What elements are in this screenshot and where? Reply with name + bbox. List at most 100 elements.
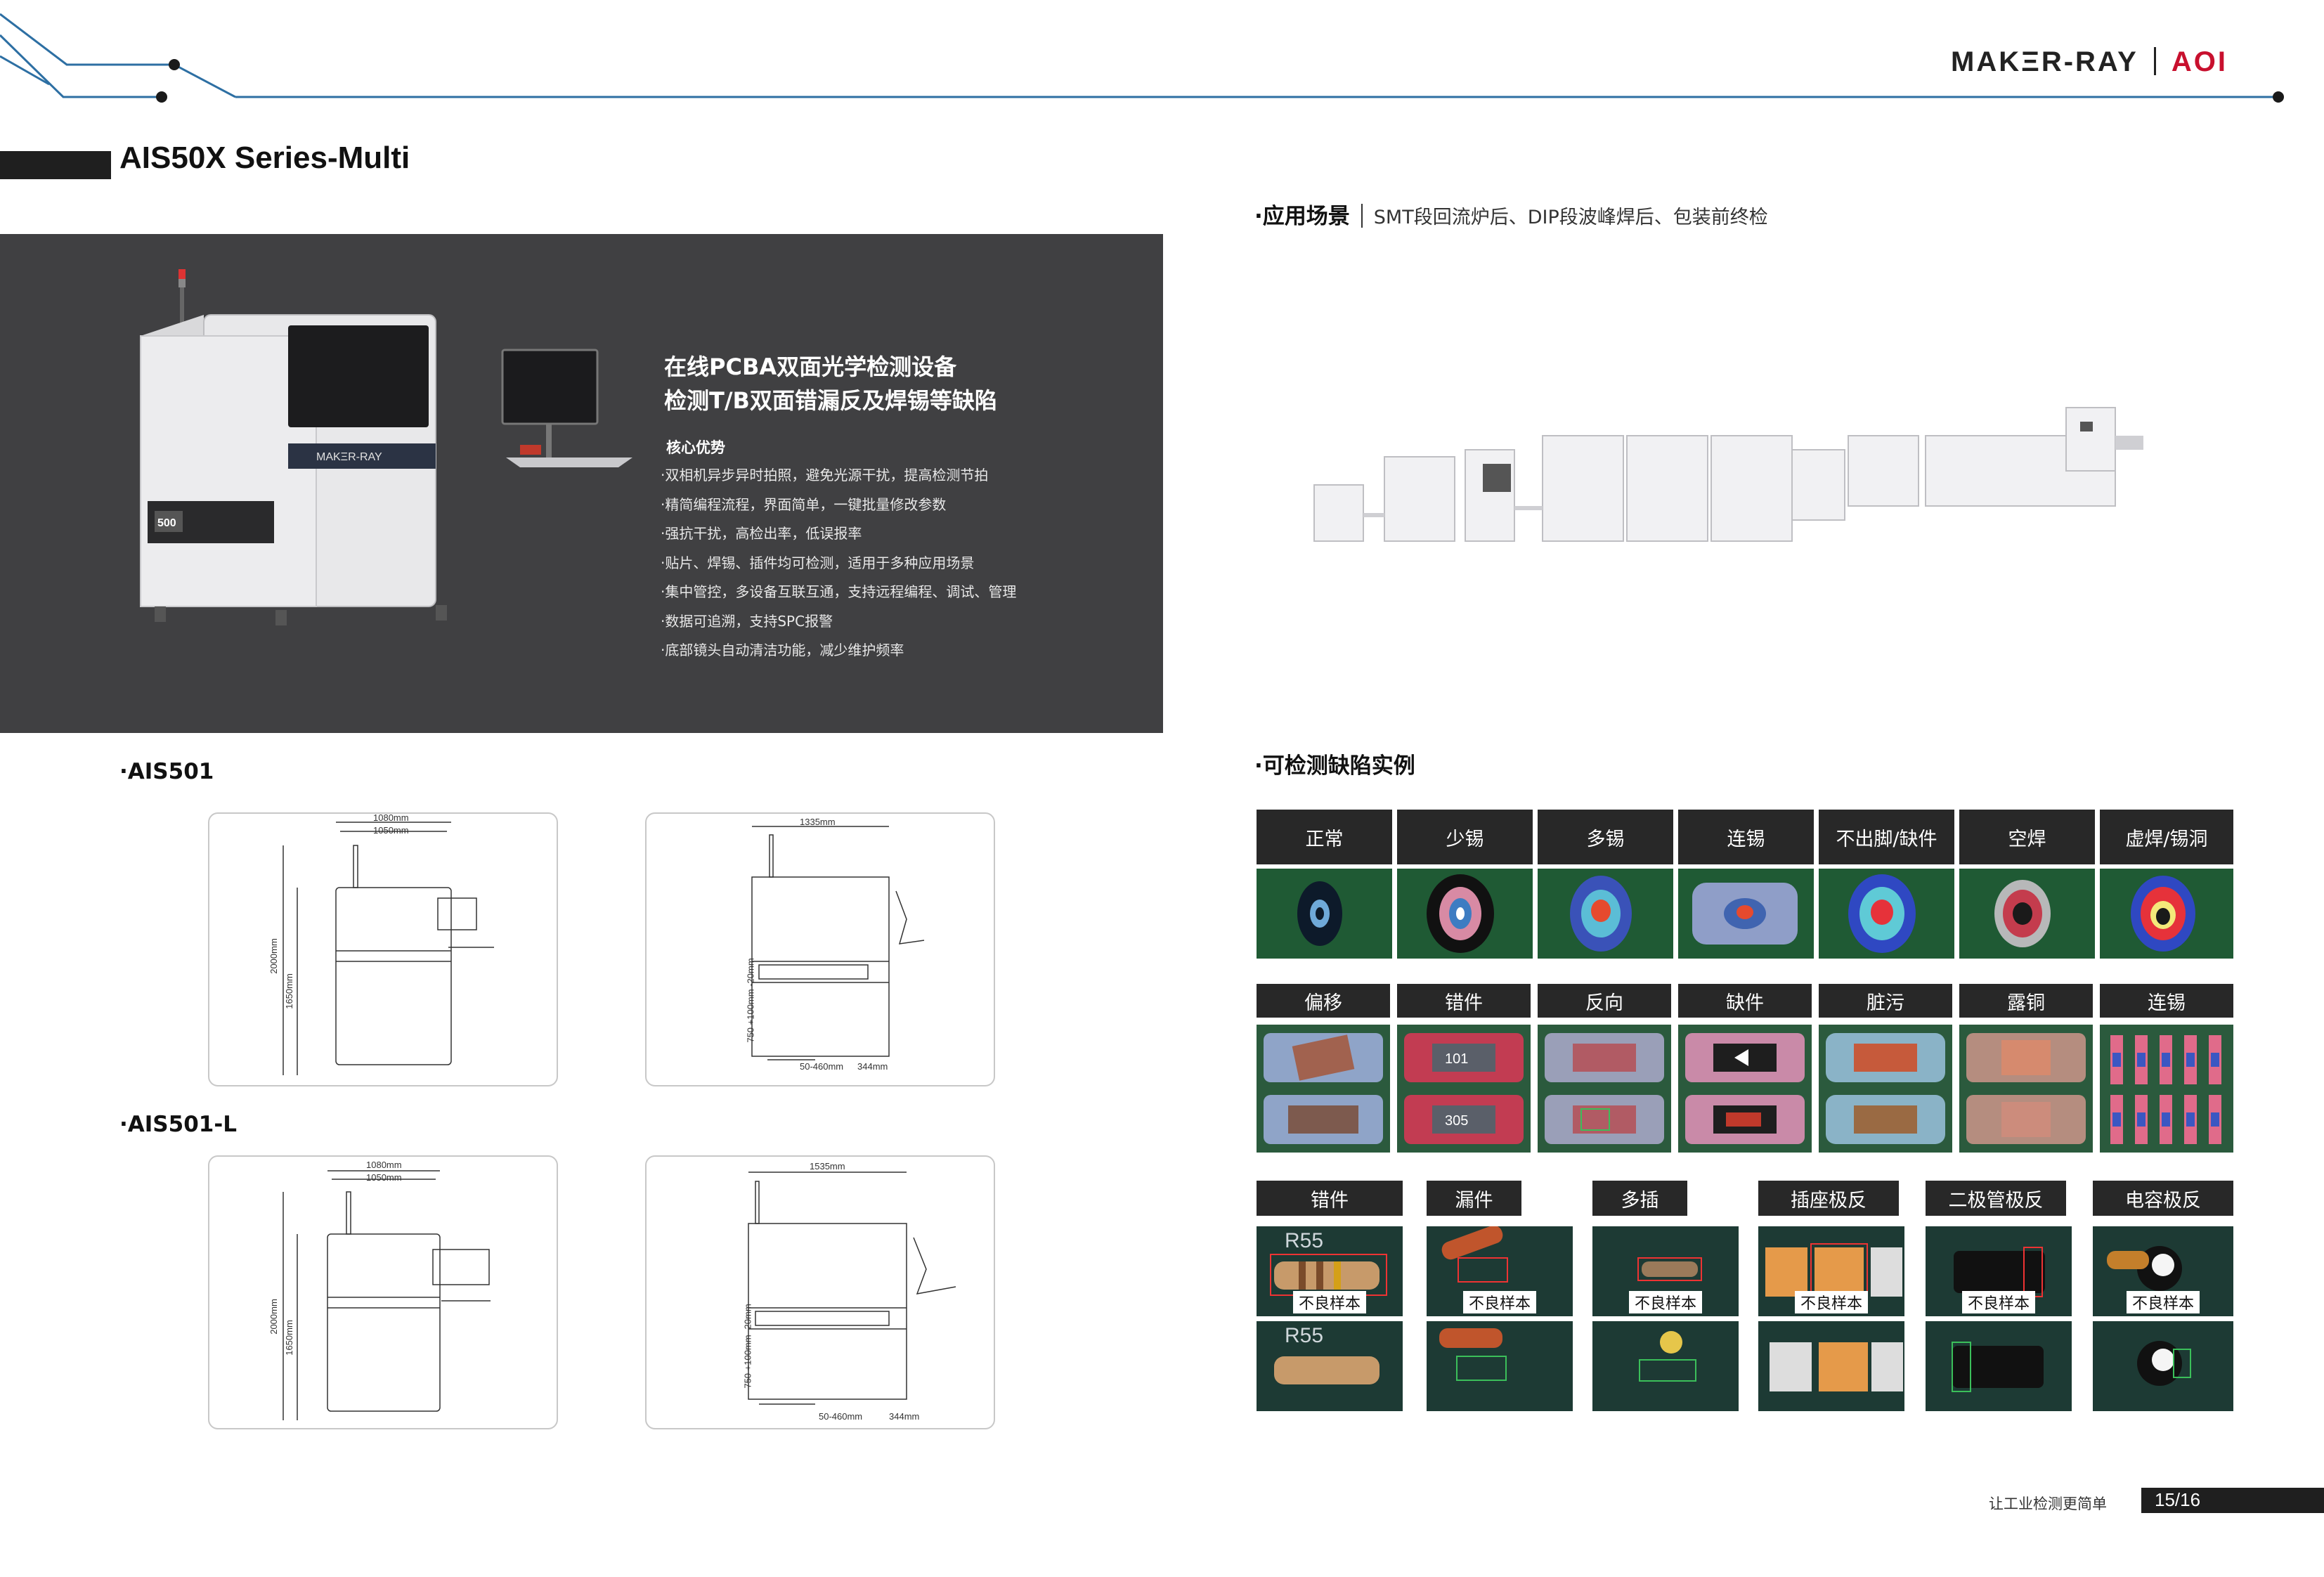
defect-label-missing-lead: 不出脚/缺件 [1819,810,1954,864]
production-line-illustration [1313,407,2143,542]
silkscreen-r55: R55 [1285,1229,1323,1252]
title-accent-bar [0,151,111,179]
defect-label-exposed-copper: 露铜 [1959,984,2093,1018]
chip-code-305: 305 [1445,1113,1468,1129]
dim-conveyor-height: 750 +100mm -20mm [745,958,756,1043]
dim-width-range: 50-460mm [819,1411,863,1422]
defect-label-contamination: 脏污 [1819,984,1952,1018]
machine-badge: 500 [157,517,176,529]
dim-width-range: 50-460mm [800,1061,844,1072]
page-title: AIS50X Series-Multi [119,141,410,175]
brand-logo: MAKΞR-RAY AOI [1951,46,2228,78]
dim-depth: 1335mm [800,817,836,827]
thd-sample-diode: 不良样本 [1926,1226,2072,1316]
advantage-item: ·贴片、焊锡、插件均可检测，适用于多种应用场景 [661,554,975,571]
dim-depth: 1535mm [810,1161,845,1172]
bad-sample-tag: 不良样本 [2126,1291,2200,1313]
hero-headline-2: 检测T/B双面错漏反及焊锡等缺陷 [664,387,997,414]
advantage-list: ·双相机异步异时拍照，避免光源干扰，提高检测节拍 ·精简编程流程，界面简单，一键… [661,461,1016,666]
defect-label-missing-thd: 漏件 [1427,1181,1521,1216]
application-divider [1361,204,1363,228]
footer-slogan: 让工业检测更简单 [1989,1495,2107,1512]
model-2-front-drawing: 1080mm 1050mm 2000mm 1650mm [208,1155,558,1429]
dim-conveyor-height: 750 +100mm -20mm [742,1304,753,1389]
defect-label-normal: 正常 [1257,810,1392,864]
bad-sample-tag: 不良样本 [1794,1291,1869,1313]
header-circuit-lines [0,13,2284,103]
defect-label-insufficient-solder: 少锡 [1397,810,1533,864]
machine-illustration: MAKΞR-RAY 500 [140,269,632,625]
dim-inner-width: 1050mm [366,1172,402,1183]
defect-label-socket-polarity: 插座极反 [1758,1181,1899,1216]
advantage-item: ·集中管控，多设备互联互通，支持远程编程、调试、管理 [661,583,1017,600]
bad-sample-tag: 不良样本 [1628,1291,1703,1313]
chip-code-101: 101 [1445,1051,1468,1067]
hero-headline-1: 在线PCBA双面光学检测设备 [664,353,957,380]
dim-body-height: 1650mm [283,1320,294,1356]
dim-total-height: 2000mm [268,938,279,974]
component-images-row: 101 305 [1257,1025,2233,1153]
advantage-item: ·强抗干扰，高检出率，低误报率 [661,525,862,542]
hero-subheading: 核心优势 [666,439,725,456]
defect-label-wrong-part-thd: 错件 [1257,1181,1403,1216]
dim-offset: 344mm [889,1411,920,1422]
application-text: SMT段回流炉后、DIP段波峰焊后、包装前终检 [1373,207,1768,228]
model-1-front-drawing: 1080mm 1050mm 2000mm 1650mm [208,812,558,1086]
defect-label-diode-polarity: 二极管极反 [1926,1181,2066,1216]
page-number: 15/16 [2155,1489,2201,1510]
dim-body-height: 1650mm [283,973,294,1009]
defect-label-reversed: 反向 [1538,984,1671,1018]
connector-image [1765,1243,1902,1301]
bad-sample-tag: 不良样本 [1292,1291,1367,1313]
advantage-item: ·底部镜头自动清洁功能，减少维护频率 [661,642,904,658]
model-2-side-drawing: 1535mm 750 +100mm -20mm 50-460mm 344mm [645,1155,995,1429]
defect-label-solder-bridge: 连锡 [1678,810,1814,864]
defect-label-missing-part: 缺件 [1678,984,1812,1018]
defect-label-capacitor-polarity: 电容极反 [2093,1181,2233,1216]
dim-outer-width: 1080mm [373,812,409,823]
brand-product: AOI [2171,46,2228,77]
model-1-side-drawing: 1335mm 750 +100mm -20mm 50-460mm 344mm [645,812,995,1086]
brand-name: MAKΞR-RAY [1951,46,2138,77]
defect-label-open-solder: 空焊 [1959,810,2095,864]
machine-logo: MAKΞR-RAY [316,451,382,463]
machine-front-outline [283,822,494,1075]
advantage-item: ·精简编程流程，界面简单，一键批量修改参数 [661,495,947,513]
advantage-item: ·双相机异步异时拍照，避免光源干扰，提高检测节拍 [661,467,989,484]
dim-outer-width: 1080mm [366,1160,402,1170]
defects-heading: ·可检测缺陷实例 [1254,753,1415,779]
bad-sample-tag: 不良样本 [1462,1291,1537,1313]
footer-page-bar [2141,1488,2324,1513]
machine-side-outline [751,826,925,1060]
defect-label-cold-joint: 虚焊/锡洞 [2100,810,2233,864]
thd-sample-extra: 不良样本 [1592,1226,1739,1316]
machine-side-outline [748,1172,956,1405]
machine-front-outline [283,1170,491,1420]
bad-sample-tag: 不良样本 [1961,1291,2036,1313]
dim-total-height: 2000mm [268,1299,279,1335]
defect-label-excess-solder: 多锡 [1538,810,1673,864]
model-1-heading: ·AIS501 [119,759,214,784]
solder-joint-images-row [1257,869,2233,959]
thd-sample-missing: 不良样本 [1427,1226,1573,1316]
dim-offset: 344mm [857,1061,888,1072]
silkscreen-r55: R55 [1285,1324,1323,1347]
thd-good-samples-row: R55 [1257,1321,2233,1411]
defect-label-offset: 偏移 [1257,984,1390,1018]
brand-divider [2153,47,2156,75]
thd-sample-wrong-part: R55 不良样本 [1257,1226,1403,1316]
defect-label-extra-insertion: 多插 [1592,1181,1687,1216]
capacitor-image [2107,1246,2182,1291]
defect-label-wrong-part: 错件 [1397,984,1531,1018]
thd-sample-socket: 不良样本 [1758,1226,1904,1316]
dim-inner-width: 1050mm [373,825,409,836]
application-heading: ·应用场景 SMT段回流炉后、DIP段波峰焊后、包装前终检 [1254,198,1768,230]
hero-panel: MAKΞR-RAY 500 在线PCBA双面光学检测设备 检测T/B双面错漏反及… [0,234,1163,733]
thd-sample-capacitor: 不良样本 [2093,1226,2233,1316]
model-2-heading: ·AIS501-L [119,1112,237,1137]
defect-label-bridge: 连锡 [2100,984,2233,1018]
resistor-image [1637,1257,1702,1281]
resistor-image: R55 [1270,1229,1387,1296]
advantage-item: ·数据可追溯，支持SPC报警 [661,612,833,630]
application-label: ·应用场景 [1254,204,1350,229]
